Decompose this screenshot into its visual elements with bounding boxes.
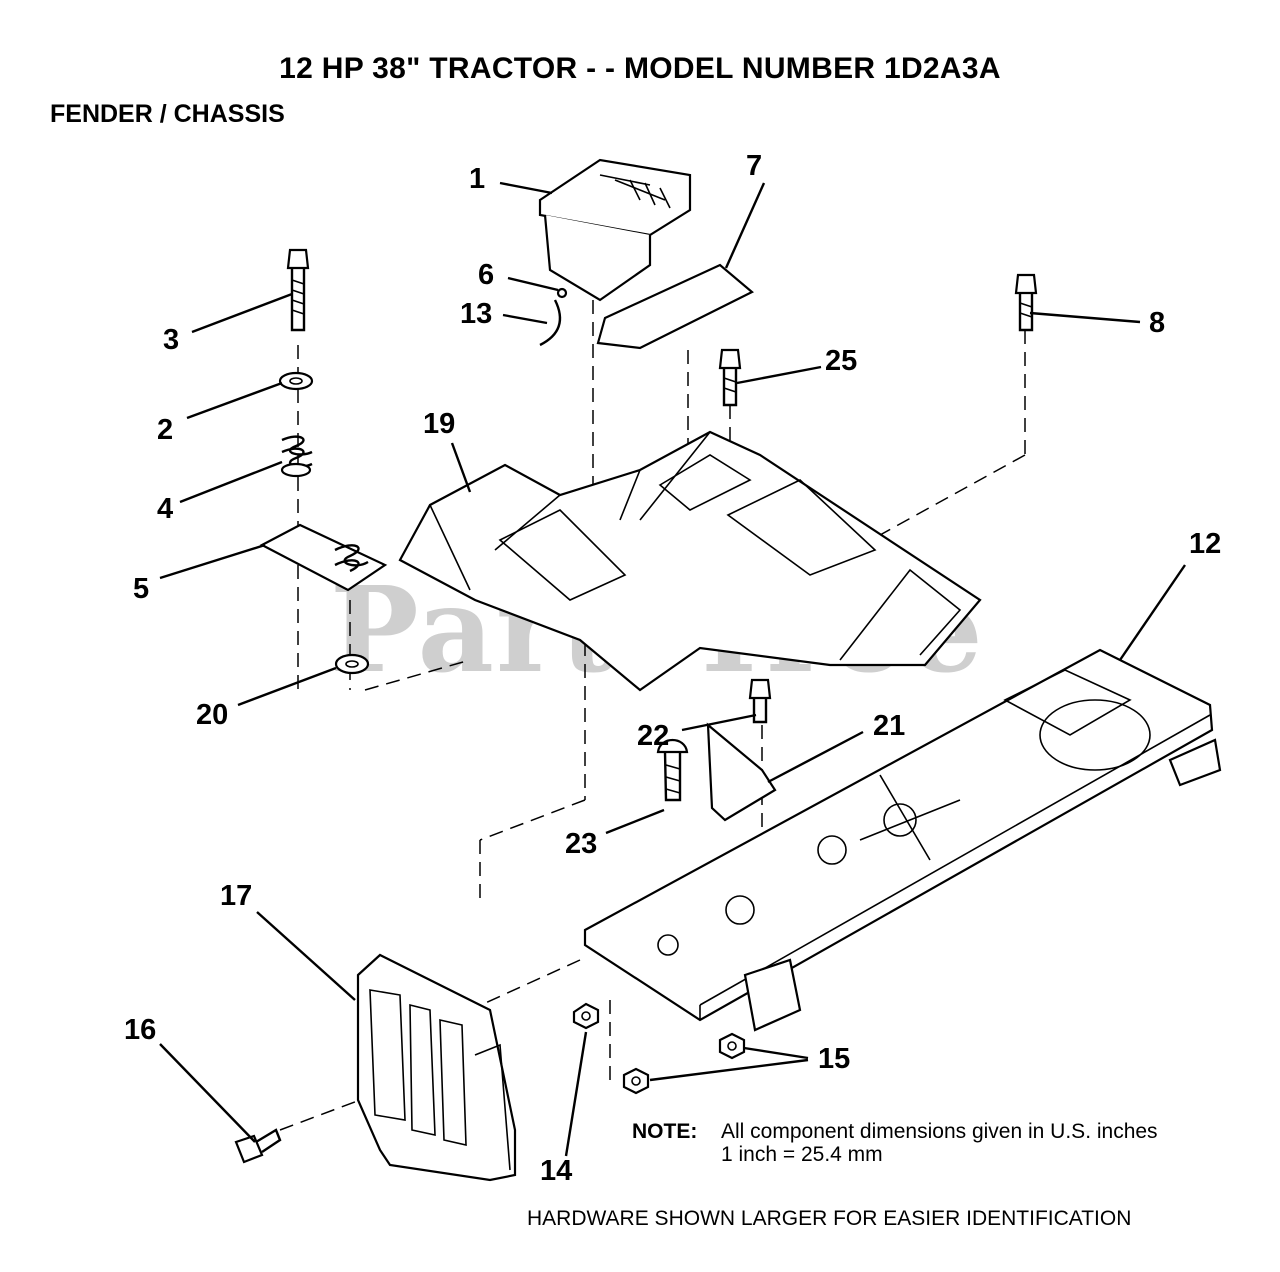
bolt-25	[718, 348, 742, 407]
callout-1: 1	[469, 163, 486, 195]
part-5-bracket	[259, 523, 388, 592]
callout-23: 23	[565, 828, 598, 860]
diagram-subtitle: FENDER / CHASSIS	[50, 100, 285, 128]
note-label: NOTE:	[632, 1120, 698, 1143]
footer-note: HARDWARE SHOWN LARGER FOR EASIER IDENTIF…	[527, 1207, 1132, 1230]
callout-25: 25	[825, 345, 858, 377]
callout-3: 3	[163, 324, 180, 356]
bolt-22	[748, 678, 772, 724]
callout-17: 17	[220, 880, 253, 912]
part-12-chassis	[583, 648, 1222, 1032]
callout-22: 22	[637, 720, 670, 752]
washer-20	[334, 653, 370, 675]
part-7-plate	[596, 263, 754, 350]
part-6-13-hose	[539, 287, 568, 347]
callout-19: 19	[423, 408, 456, 440]
callout-16: 16	[124, 1014, 157, 1046]
callout-14: 14	[540, 1155, 573, 1187]
callout-13: 13	[460, 298, 493, 330]
nut-15b	[622, 1067, 650, 1095]
part-1-console-box	[538, 158, 692, 302]
nut-15a	[718, 1032, 746, 1060]
callout-7: 7	[746, 150, 763, 182]
note-text: All component dimensions given in U.S. i…	[721, 1120, 1158, 1143]
callout-6: 6	[478, 259, 495, 291]
part-19-fender	[398, 430, 982, 692]
leader-lines	[159, 181, 1186, 1157]
callout-12: 12	[1189, 528, 1222, 560]
callout-4: 4	[157, 493, 174, 525]
callout-8: 8	[1149, 307, 1166, 339]
note-conversion: 1 inch = 25.4 mm	[721, 1143, 883, 1166]
callout-2: 2	[157, 414, 174, 446]
spring-4	[280, 435, 313, 478]
bolt-16	[234, 1128, 282, 1164]
assembly-guide-lines	[279, 300, 1026, 1131]
washer-2	[278, 371, 314, 391]
diagram-title: 12 HP 38" TRACTOR - - MODEL NUMBER 1D2A3…	[279, 52, 1001, 85]
callout-5: 5	[133, 573, 150, 605]
nut-14	[572, 1002, 600, 1030]
callout-20: 20	[196, 699, 229, 731]
bolt-23	[656, 738, 689, 802]
bolt-3	[286, 248, 310, 332]
callout-15: 15	[818, 1043, 851, 1075]
part-17-panel	[356, 953, 517, 1182]
callout-21: 21	[873, 710, 906, 742]
bolt-8	[1014, 273, 1038, 332]
part-21-bracket	[706, 722, 777, 822]
